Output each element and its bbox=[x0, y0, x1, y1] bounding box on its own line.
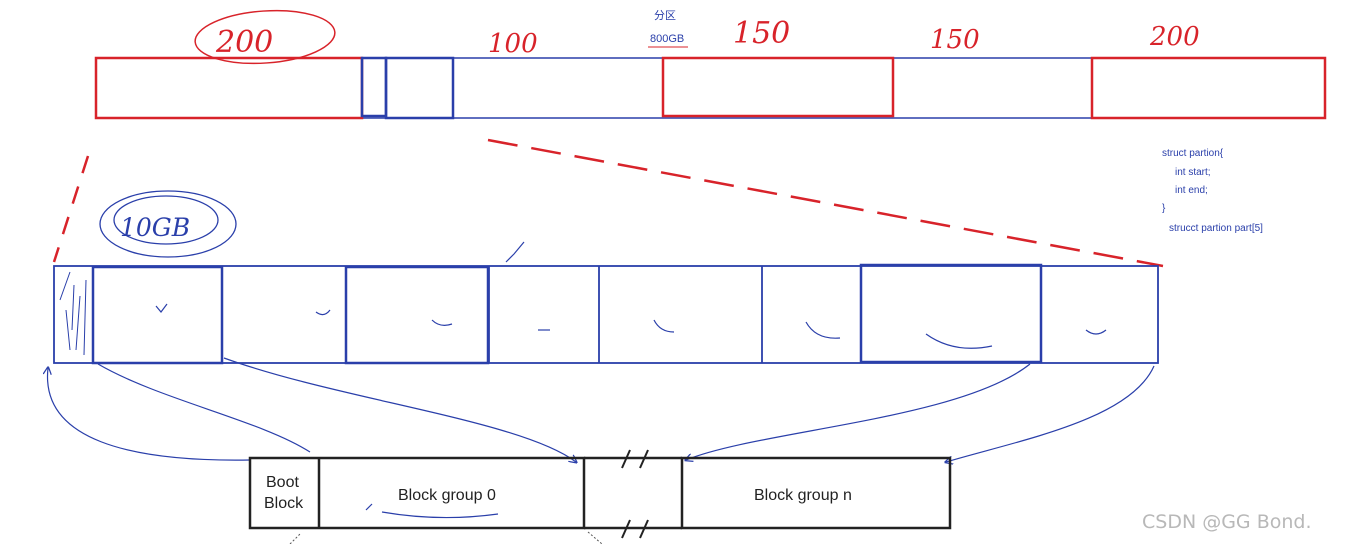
zoom-line-left bbox=[52, 155, 90, 263]
partition-size-labels: 200 100 150 150 200 bbox=[194, 9, 1200, 65]
break-mark-bottom bbox=[621, 519, 649, 539]
size-label-1: 200 bbox=[215, 25, 273, 60]
cell-mark-7 bbox=[925, 333, 993, 349]
zoom-cell-3 bbox=[344, 265, 490, 365]
cell-mark-2 bbox=[315, 309, 331, 316]
disk-label: 分区 800GB bbox=[648, 9, 688, 48]
zoom-cell-1 bbox=[91, 265, 224, 365]
partition-5 bbox=[1090, 56, 1327, 120]
boot-block-label-2: Block bbox=[264, 495, 304, 512]
cell-mark-8 bbox=[1085, 329, 1107, 335]
mapping-arrows bbox=[48, 357, 1155, 462]
struct-line-4: } bbox=[1162, 203, 1166, 214]
cell-mark-1 bbox=[155, 303, 168, 313]
group0-underline bbox=[381, 511, 499, 519]
struct-line-1: struct partion{ bbox=[1162, 148, 1224, 159]
group-size-circle bbox=[99, 190, 237, 258]
partition-3 bbox=[661, 56, 895, 118]
struct-line-2: int start; bbox=[1175, 167, 1211, 178]
watermark: CSDN @GG Bond. bbox=[1142, 511, 1312, 533]
group-size-label: 10GB bbox=[99, 190, 237, 258]
zoom-cell-7 bbox=[859, 263, 1043, 364]
zoom-bar-outline bbox=[53, 265, 1159, 364]
struct-line-3: int end; bbox=[1175, 185, 1208, 196]
group0-tick bbox=[365, 503, 373, 511]
cell-mark-6 bbox=[805, 321, 841, 339]
disk-label-size: 800GB bbox=[650, 33, 684, 45]
ext2-outline-right bbox=[680, 456, 952, 530]
zoom-line-right bbox=[487, 138, 1164, 268]
arrow-groupn bbox=[686, 363, 1031, 460]
struct-code: struct partion{ int start; int end; } st… bbox=[1162, 148, 1263, 234]
group-size-text: 10GB bbox=[120, 213, 190, 242]
partition-2-small-block bbox=[360, 56, 388, 118]
group-size-circle-inner bbox=[113, 195, 219, 245]
partition-zoom-bar bbox=[53, 241, 1159, 365]
cell-mark-3 bbox=[431, 319, 453, 326]
struct-line-5: strucct partion part[5] bbox=[1169, 223, 1263, 234]
partition-1 bbox=[94, 56, 364, 120]
bottom-dotted-left bbox=[289, 533, 301, 544]
block-group-0-label: Block group 0 bbox=[398, 487, 496, 504]
ext2-outline-left bbox=[248, 456, 586, 530]
boot-area-scribble bbox=[59, 271, 87, 356]
disk-bar bbox=[94, 56, 1327, 120]
arrow-boot-block bbox=[48, 368, 251, 461]
arrow-to-boot bbox=[97, 363, 311, 453]
ext2-layout: Boot Block Block group 0 Block group n bbox=[248, 449, 952, 544]
arrow-groupn-end bbox=[946, 365, 1155, 462]
bottom-dotted-right bbox=[587, 531, 603, 544]
partition-2 bbox=[384, 56, 455, 120]
top-tick-mark bbox=[505, 241, 525, 263]
break-mark-top bbox=[621, 449, 649, 469]
cell-mark-5 bbox=[653, 319, 675, 333]
arrow-group0 bbox=[223, 357, 576, 462]
size-label-2: 100 bbox=[488, 29, 538, 59]
zoom-lines bbox=[52, 138, 1164, 268]
disk-label-title: 分区 bbox=[654, 9, 676, 22]
disk-outline bbox=[95, 57, 1326, 119]
block-group-n-label: Block group n bbox=[754, 487, 852, 504]
size-circle bbox=[194, 9, 336, 65]
size-label-4: 150 bbox=[930, 25, 980, 55]
boot-block-label-1: Boot bbox=[266, 474, 299, 491]
size-label-5: 200 bbox=[1149, 22, 1200, 52]
size-label-3: 150 bbox=[733, 16, 790, 51]
